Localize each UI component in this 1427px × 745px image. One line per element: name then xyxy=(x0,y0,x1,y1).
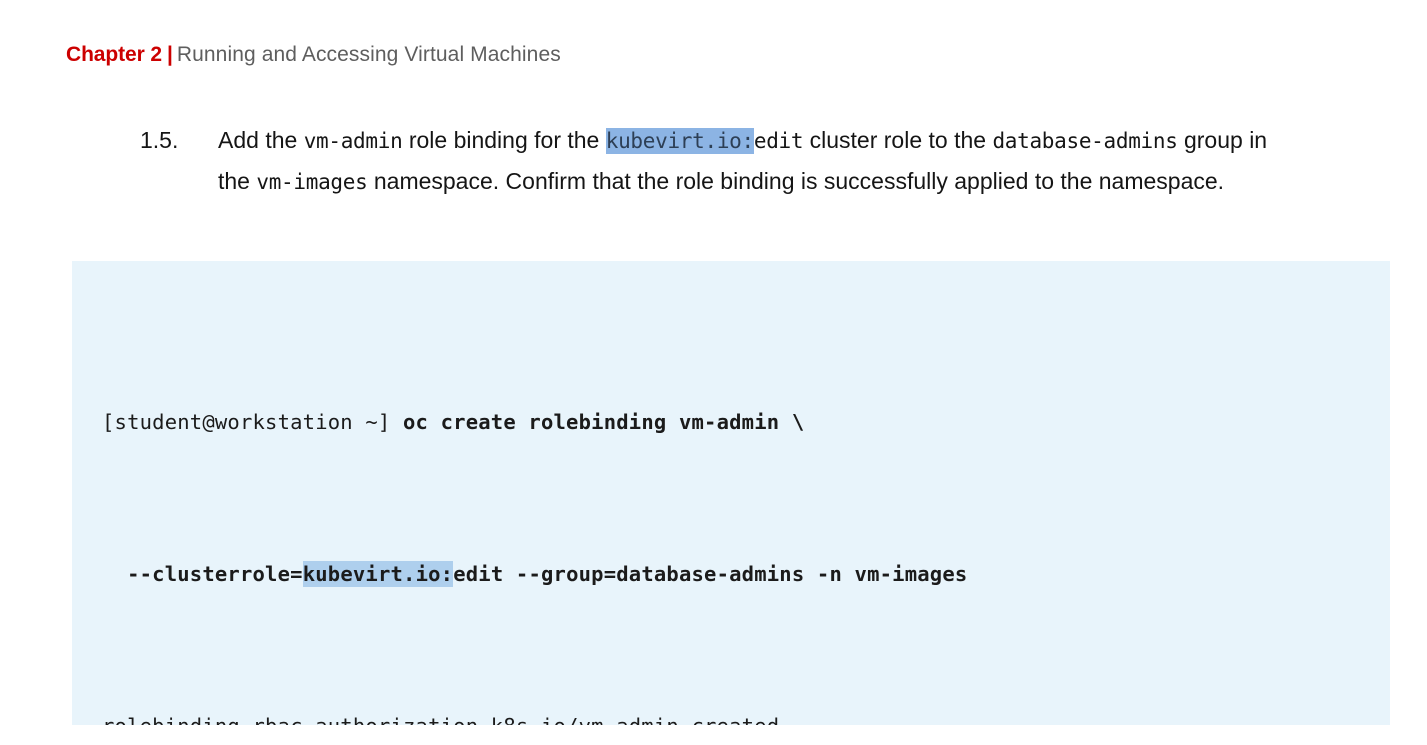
step-text-part-1: Add the xyxy=(218,127,304,153)
step-item: 1.5. Add the vm-admin role binding for t… xyxy=(140,120,1300,202)
code-line-command-1: [student@workstation ~] oc create rolebi… xyxy=(102,403,1390,441)
code-line-output-created: rolebinding.rbac.authorization.k8s.io/vm… xyxy=(102,707,1390,725)
step-code-vm-images: vm-images xyxy=(256,170,368,194)
step-code-database-admins: database-admins xyxy=(992,129,1178,153)
chapter-label: Chapter 2 xyxy=(66,43,162,66)
step-code-vm-admin: vm-admin xyxy=(303,129,403,153)
step-code-edit: edit xyxy=(753,129,804,153)
command-oc-create-rolebinding: oc create rolebinding vm-admin \ xyxy=(403,410,805,434)
step-highlight-kubevirt-io: kubevirt.io: xyxy=(605,128,754,154)
command-flags-rest: edit --group=database-admins -n vm-image… xyxy=(453,562,968,586)
step-text-part-3: cluster role to the xyxy=(803,127,993,153)
chapter-separator: | xyxy=(166,43,173,66)
step-text-part-4: group in the xyxy=(218,127,1268,194)
code-line-command-1-continuation: --clusterrole=kubevirt.io:edit --group=d… xyxy=(102,555,1390,593)
page-header: Chapter 2|Running and Accessing Virtual … xyxy=(66,40,561,70)
code-highlight-kubevirt-io: kubevirt.io: xyxy=(302,561,454,587)
chapter-title: Running and Accessing Virtual Machines xyxy=(176,43,561,66)
step-number: 1.5. xyxy=(140,127,179,153)
command-flag-clusterrole: --clusterrole= xyxy=(102,562,303,586)
step-text: Add the vm-admin role binding for the ku… xyxy=(218,120,1300,202)
step-text-part-2: role binding for the xyxy=(402,127,606,153)
step-text-part-5: namespace. Confirm that the role binding… xyxy=(367,168,1225,194)
shell-prompt: [student@workstation ~] xyxy=(102,410,404,434)
terminal-code-block: [student@workstation ~] oc create rolebi… xyxy=(72,261,1390,725)
